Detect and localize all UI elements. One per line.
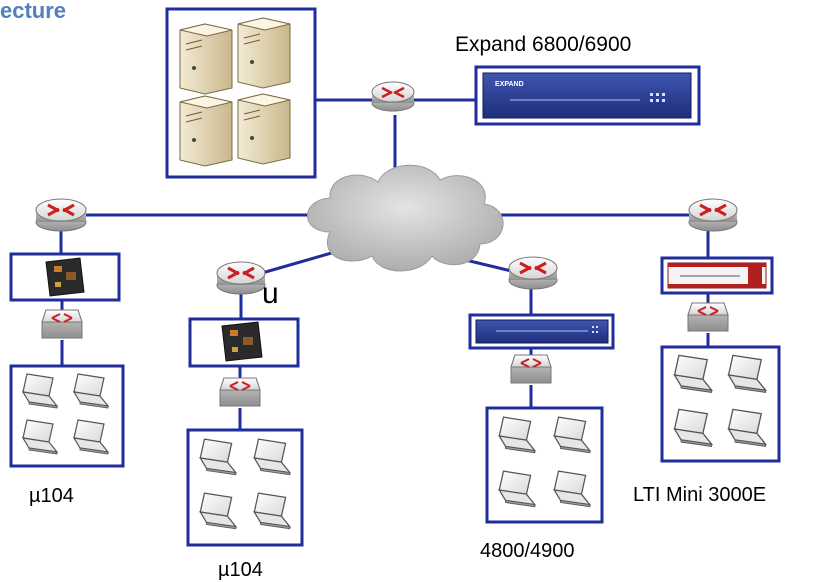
switch-icon-center [219,377,261,407]
link-center-router-cloud [254,250,336,277]
switch-icon-right [687,302,729,332]
gateway-box-4800 [468,313,615,350]
router-icon-left [35,198,87,232]
server-icon-3 [179,95,233,167]
server-cluster-box [165,7,317,179]
gateway-box-center [188,317,300,368]
lti-mini-label: LTI Mini 3000E [633,484,767,506]
expand-appliance-box: EXPAND [474,65,701,126]
u-annotation: u [262,277,279,310]
board-icon-left [45,257,85,297]
expand-appliance-icon [482,72,692,119]
router-icon-top [371,81,415,112]
switch-icon-4800 [510,354,552,384]
server-icon-4 [237,93,291,165]
router-icon-4800 [508,256,558,290]
board-icon-center [221,321,263,362]
router-icon-center [216,261,266,295]
mu104-left-label: µ104 [29,485,74,507]
page-title-fragment: ecture [0,0,67,23]
gateway-box-left [9,252,121,302]
server-icon-2 [237,17,291,89]
mu104-center-label: µ104 [218,559,263,581]
server-icon-1 [179,23,233,95]
gateway-box-right [660,256,774,295]
router-icon-right [688,198,738,232]
switch-icon-left [41,309,83,339]
cloud-icon [307,164,504,272]
model-4800-label: 4800/4900 [480,540,575,562]
expand-label: Expand 6800/6900 [455,33,632,56]
expand-brand-text: EXPAND [495,81,524,88]
